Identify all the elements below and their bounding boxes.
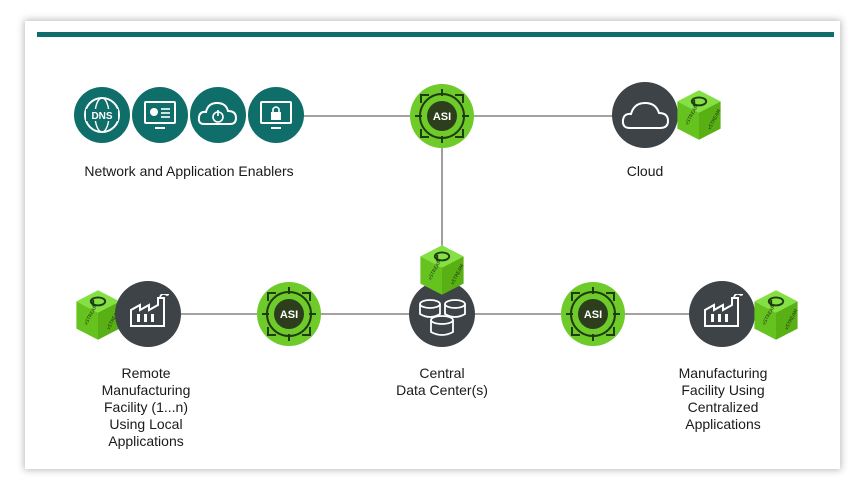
enabler-icons: DNS: [74, 87, 304, 143]
factory-icon: [115, 281, 181, 347]
dns-text: DNS: [91, 111, 112, 122]
central-label: Central Data Center(s): [396, 365, 488, 398]
asi-right-text: ASI: [584, 309, 602, 321]
asi-top-node: ASI: [409, 83, 475, 149]
cloud-icon: [612, 82, 678, 148]
remote-label: Remote Manufacturing Facility (1...n) Us…: [101, 365, 191, 449]
monitor-dashboard-icon: [132, 87, 188, 143]
asi-right-node: ASI: [560, 281, 626, 347]
asi-top-text: ASI: [433, 111, 451, 123]
enablers-label: Network and Application Enablers: [84, 163, 294, 179]
asi-left-node: ASI: [256, 281, 322, 347]
dns-icon: DNS: [74, 87, 130, 143]
cloud-label: Cloud: [626, 163, 664, 179]
header-bar: [37, 32, 834, 37]
remote-node: [75, 281, 181, 347]
vstream-cube-icon: [753, 289, 800, 341]
vstream-cube-icon: [75, 289, 122, 341]
vstream-cube-icon: [676, 89, 723, 141]
cloud-node: [612, 82, 723, 148]
manufacturing-node: [689, 281, 800, 347]
manufacturing-label: Manufacturing Facility Using Centralized…: [678, 365, 768, 432]
central-node: [409, 244, 475, 347]
cloud-power-icon: [190, 87, 246, 143]
monitor-lock-icon: [248, 87, 304, 143]
factory-icon: [689, 281, 755, 347]
database-icon: [409, 281, 475, 347]
asi-left-text: ASI: [280, 309, 298, 321]
